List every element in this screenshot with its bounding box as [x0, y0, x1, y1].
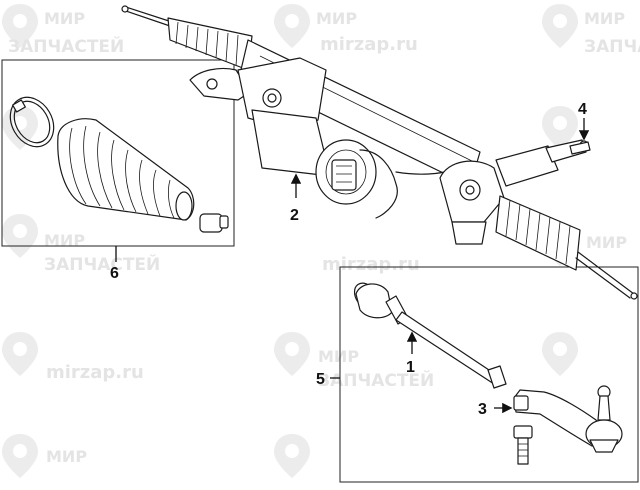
- left-bellows: [167, 17, 253, 71]
- callout-label-5: 5: [316, 371, 325, 388]
- watermark-logo: МИР ЗАПЧАСТЕЙ: [2, 214, 160, 275]
- watermark-logo: [2, 106, 38, 150]
- callout-label-1: 1: [406, 359, 415, 376]
- callout-3[interactable]: 3: [478, 401, 513, 418]
- svg-text:ЗАПЧАСТЕЙ: ЗАПЧАСТЕЙ: [8, 35, 124, 57]
- watermark-logo: МИР: [2, 434, 87, 478]
- watermark-logo: [542, 332, 578, 376]
- outer-tie-rod-end-part[interactable]: [513, 385, 623, 453]
- watermark-logo: МИР: [274, 4, 357, 48]
- callout-1[interactable]: 1: [406, 331, 418, 376]
- watermark-logo: МИР ЗАПЧАСТЕЙ: [274, 332, 434, 391]
- steering-rack-assembly[interactable]: [121, 5, 638, 300]
- callout-4[interactable]: 4: [578, 101, 590, 141]
- svg-text:МИР: МИР: [586, 233, 627, 252]
- callout-label-2: 2: [290, 207, 299, 224]
- watermark-layer: МИР ЗАПЧАСТЕЙ МИР МИР ЗАПЧАСТЕЙ mirzap.r…: [2, 4, 640, 478]
- group-box-6: [1, 59, 235, 247]
- svg-text:МИР: МИР: [46, 447, 87, 466]
- watermark-url: mirzap.ru: [322, 254, 420, 275]
- boot-kit-part[interactable]: [2, 89, 229, 233]
- callout-6[interactable]: 6: [110, 246, 119, 282]
- watermark-logo: МИР: [542, 222, 627, 266]
- svg-text:ЗАПЧАСТЕЙ: ЗАПЧАСТЕЙ: [584, 35, 640, 57]
- group-box-5: [339, 266, 639, 483]
- svg-text:МИР: МИР: [584, 9, 625, 28]
- callout-label-4: 4: [578, 101, 587, 118]
- svg-text:ЗАПЧАСТЕЙ: ЗАПЧАСТЕЙ: [318, 369, 434, 391]
- callout-5[interactable]: 5: [316, 371, 340, 388]
- watermark-url: mirzap.ru: [320, 34, 418, 55]
- right-bellows: [495, 195, 581, 271]
- watermark-logo: МИР ЗАПЧАСТЕЙ: [542, 4, 640, 57]
- watermark-url: mirzap.ru: [46, 362, 144, 383]
- svg-text:МИР: МИР: [44, 9, 85, 28]
- svg-text:МИР: МИР: [316, 9, 357, 28]
- pinion-cap-part[interactable]: [569, 141, 591, 155]
- callout-label-6: 6: [110, 265, 119, 282]
- jam-nut-part[interactable]: [513, 425, 533, 465]
- watermark-logo: [274, 434, 310, 478]
- inner-tie-rod-part[interactable]: [350, 279, 507, 389]
- svg-text:ЗАПЧАСТЕЙ: ЗАПЧАСТЕЙ: [44, 253, 160, 275]
- watermark-logo: МИР ЗАПЧАСТЕЙ: [2, 4, 124, 57]
- svg-text:МИР: МИР: [44, 231, 85, 250]
- watermark-logo: [2, 332, 38, 376]
- callout-2[interactable]: 2: [290, 173, 302, 224]
- svg-text:МИР: МИР: [318, 347, 359, 366]
- callout-label-3: 3: [478, 401, 487, 418]
